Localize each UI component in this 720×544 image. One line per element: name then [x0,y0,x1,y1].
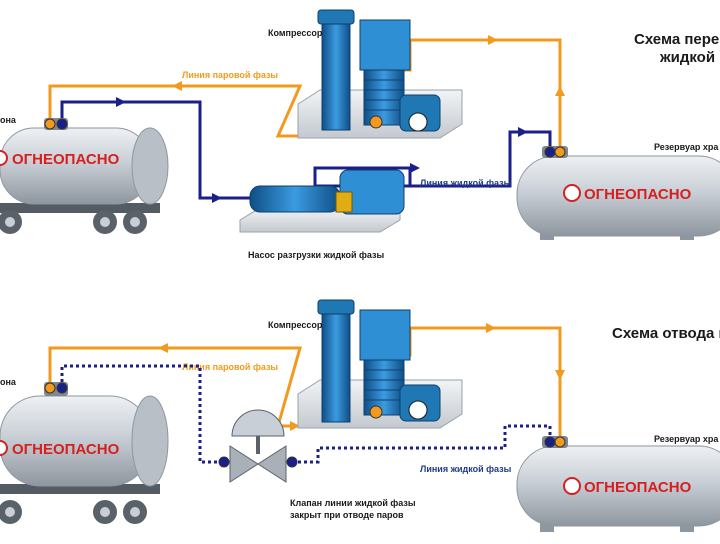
bottom-valve-label-line2: закрыт при отводе паров [290,510,404,520]
bottom-rail-tank-label: она [0,377,17,387]
bottom-liquid-line-label: Линия жидкой фазы [420,464,512,474]
top-title-line2: жидкой [659,49,715,66]
bottom-compressor: Компрессор [268,299,463,429]
bottom-vapor-arrow-4 [290,421,300,431]
bottom-vapor-arrow-3 [555,370,565,380]
top-vapor-arrow-2 [488,35,498,45]
bottom-vapor-arrow-2 [486,323,496,333]
bottom-vapor-arrow-1 [158,343,168,353]
bottom-rail-tank: ОГНЕОПАСНО она [0,377,169,524]
top-storage-tank-label: Резервуар хра [654,142,719,152]
top-pump-label: Насос разгрузки жидкой фазы [248,250,385,260]
top-scheme: Линия паровой фазы Линия жидкой фазы ОГН… [0,9,720,260]
top-rail-tank-label: она [0,115,17,125]
bottom-storage-tank: ОГНЕОПАСНО Резервуар хра [516,434,720,532]
bottom-title-line1: Схема отвода п [612,325,720,342]
top-liquid-arrow-4 [518,127,528,137]
bottom-storage-tank-warning: ОГНЕОПАСНО [584,479,692,496]
top-rail-tank: ОГНЕОПАСНО она [0,115,169,234]
top-liquid-arrow-2 [212,193,222,203]
top-title-line1: Схема перек [634,31,720,48]
bottom-storage-tank-label: Резервуар хра [654,434,719,444]
bottom-valve: Клапан линии жидкой фазы закрыт при отво… [218,409,416,520]
top-vapor-arrow-1 [172,81,182,91]
top-compressor: Компрессор [268,9,463,139]
bottom-rail-tank-warning: ОГНЕОПАСНО [12,441,120,458]
top-vapor-line-label: Линия паровой фазы [182,70,278,80]
bottom-valve-label-line1: Клапан линии жидкой фазы [290,498,416,508]
top-vapor-arrow-3 [555,86,565,96]
bottom-scheme: Линия паровой фазы Линия жидкой фазы Кла… [0,299,720,532]
top-liquid-line-label: Линия жидкой фазы [420,178,512,188]
bottom-compressor-label: Компрессор [268,320,323,330]
top-storage-tank-warning: ОГНЕОПАСНО [584,186,692,203]
top-liquid-arrow-3 [410,163,420,173]
top-rail-tank-warning: ОГНЕОПАСНО [12,151,120,168]
bottom-vapor-line-label: Линия паровой фазы [182,362,278,372]
bottom-liquid-line [60,364,552,464]
top-pump: Насос разгрузки жидкой фазы [239,169,405,260]
top-liquid-arrow-1 [116,97,126,107]
top-storage-tank: ОГНЕОПАСНО Резервуар хра [516,142,720,240]
top-compressor-label: Компрессор [268,28,323,38]
